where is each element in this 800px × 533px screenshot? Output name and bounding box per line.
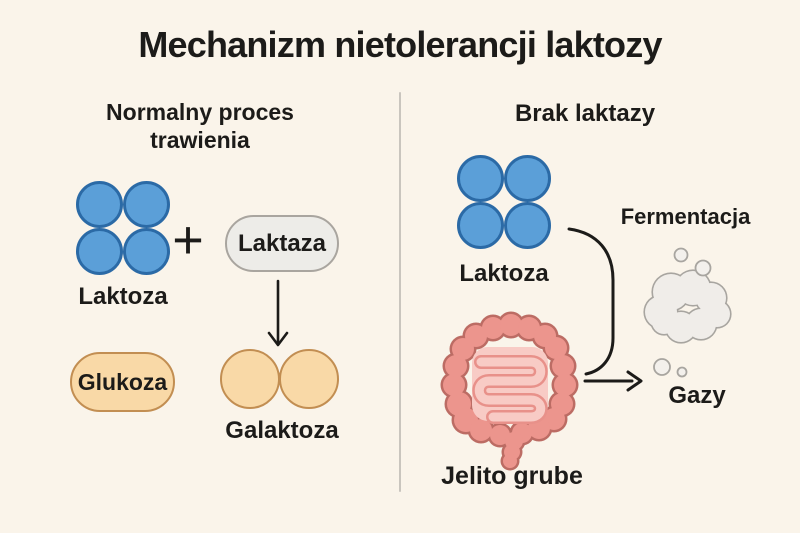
arrow-down-icon — [267, 279, 289, 347]
section-divider — [399, 92, 401, 492]
gas-bubbles — [653, 247, 712, 378]
lactose-circle — [76, 181, 123, 228]
lactose-circle — [76, 228, 123, 275]
large-intestine — [440, 311, 579, 471]
lactase-pill: Laktaza — [225, 215, 339, 272]
no-lactase-heading: Brak laktazy — [514, 100, 656, 127]
normal-digestion-heading: Normalny proces trawienia — [106, 99, 294, 154]
galactose-circle — [279, 349, 339, 409]
lactose-label-right: Laktoza — [459, 260, 549, 287]
galactose-label: Galaktoza — [225, 417, 339, 444]
small-intestine — [472, 347, 548, 424]
gazy-label: Gazy — [668, 382, 726, 409]
glucose-pill: Glukoza — [70, 352, 175, 412]
glucose-label: Glukoza — [77, 368, 168, 395]
lactose-circle — [123, 181, 170, 228]
intestine-illustration — [440, 311, 579, 471]
gas-cloud-icon — [643, 247, 732, 378]
lactose-circle — [123, 228, 170, 275]
lactose-circle — [457, 155, 504, 202]
page-title: Mechanizm nietolerancji laktozy — [138, 24, 662, 65]
lactose-circle — [504, 202, 551, 249]
lactase-label: Laktaza — [237, 229, 327, 257]
arrow-right-icon — [583, 370, 643, 392]
plus-sign: + — [172, 210, 204, 270]
galactose-circle — [220, 349, 280, 409]
lactose-circle — [457, 202, 504, 249]
lactose-label-left: Laktoza — [78, 283, 168, 310]
fermentation-label: Fermentacja — [620, 204, 751, 229]
lactose-circle — [504, 155, 551, 202]
